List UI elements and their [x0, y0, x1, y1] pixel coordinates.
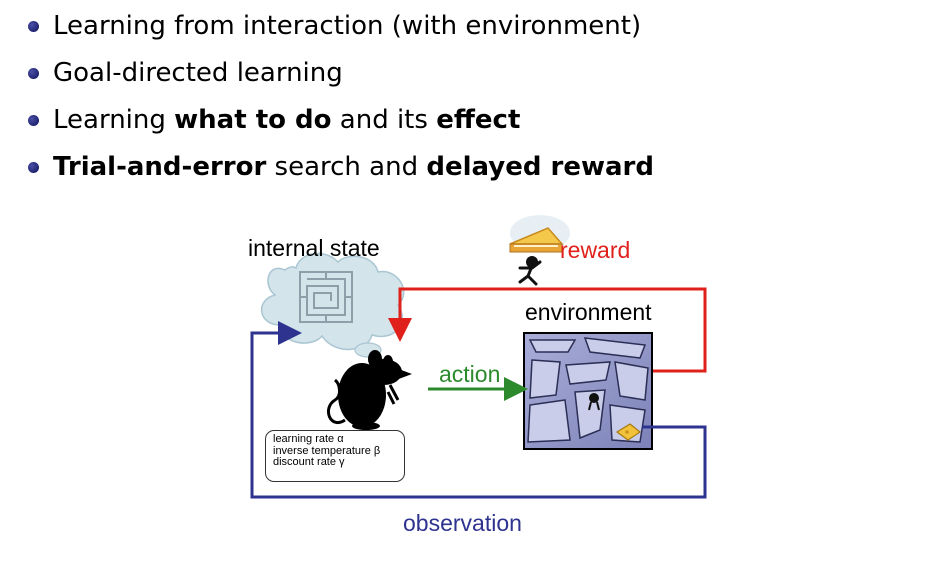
bullet-item: Learning what to do and its effect [28, 100, 654, 147]
thought-cloud-icon [260, 252, 405, 368]
agent-parameters-box: learning rate α inverse temperature β di… [265, 430, 405, 482]
param-inverse-temperature: inverse temperature β [273, 444, 381, 457]
bullet-text: Learning what to do and its effect [53, 105, 521, 135]
reward-label: reward [560, 237, 630, 263]
observation-arrow [250, 321, 707, 499]
action-label: action [439, 361, 500, 387]
brain-maze-icon [299, 271, 353, 323]
bullet-icon [28, 68, 39, 79]
reward-arrow [388, 287, 707, 373]
internal-state-label: internal state [248, 235, 380, 261]
observation-label: observation [403, 510, 522, 536]
bullet-item: Trial-and-error search and delayed rewar… [28, 147, 654, 194]
bullet-text: Learning from interaction (with environm… [53, 11, 642, 41]
bullet-text: Goal-directed learning [53, 58, 343, 88]
param-learning-rate: learning rate α [273, 433, 344, 445]
bullet-icon [28, 115, 39, 126]
bullet-list: Learning from interaction (with environm… [28, 6, 654, 194]
bullet-icon [28, 162, 39, 173]
param-discount-rate: discount rate γ [273, 456, 345, 468]
bullet-item: Learning from interaction (with environm… [28, 6, 654, 53]
bullet-item: Goal-directed learning [28, 53, 654, 100]
rat-icon [327, 350, 412, 430]
cheese-icon [615, 423, 642, 441]
pie-runner-icon [509, 215, 570, 286]
bullet-text: Trial-and-error search and delayed rewar… [53, 152, 654, 182]
bullet-icon [28, 21, 39, 32]
environment-label: environment [525, 299, 652, 325]
